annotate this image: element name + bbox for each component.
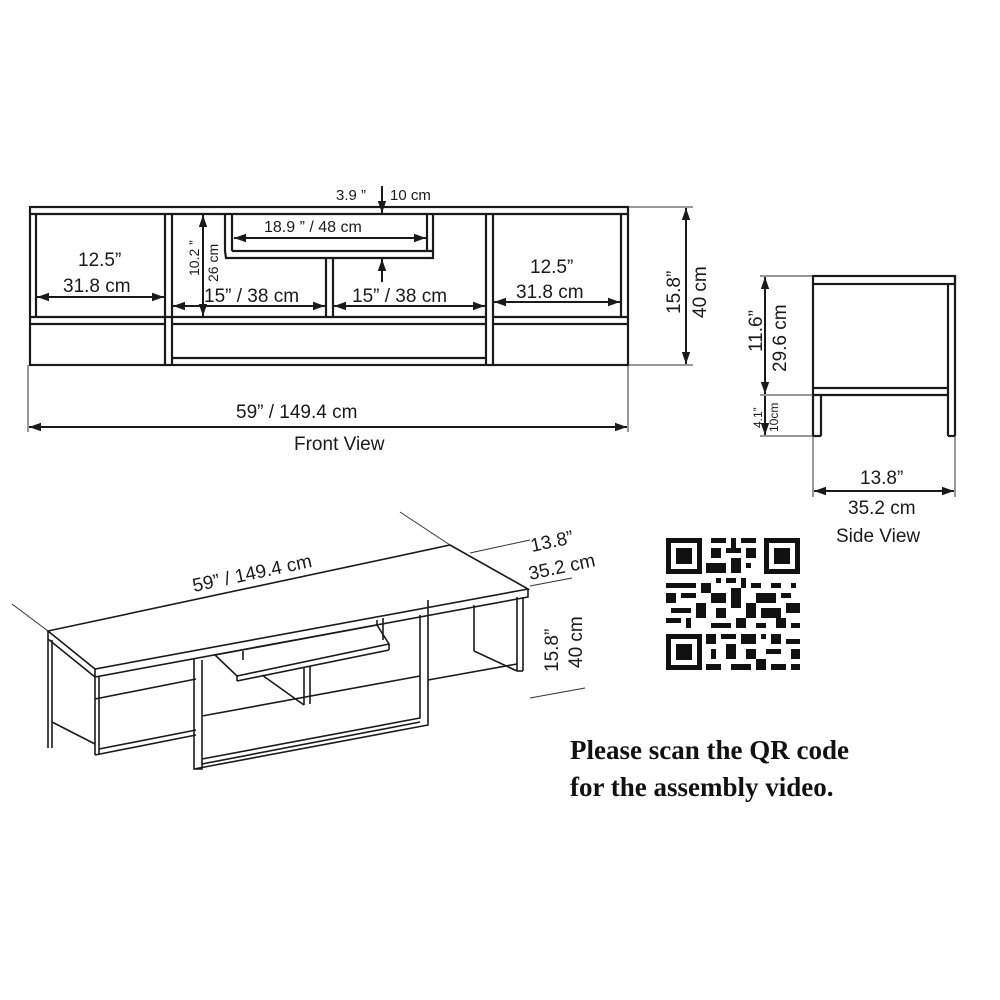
front-view-caption: Front View: [294, 434, 385, 455]
left-compartment-in: 12.5”: [78, 250, 121, 271]
total-width: 59” / 149.4 cm: [236, 402, 357, 423]
inner-height-in: 10.2 ”: [186, 240, 202, 276]
side-view: 11.6” 29.6 cm 4.1” 10cm 13.8” 35.2 cm Si…: [746, 274, 957, 547]
side-view-caption: Side View: [836, 526, 920, 547]
right-compartment-cm: 31.8 cm: [516, 282, 584, 303]
right-compartment-in: 12.5”: [530, 257, 573, 278]
top-gap-in: 3.9 ”: [336, 187, 366, 204]
front-view: 3.9 ” 10 cm 18.9 ” / 48 cm 10.2 ” 26 cm …: [27, 186, 711, 455]
top-gap-cm: 10 cm: [390, 187, 431, 204]
perspective-width: 59” / 149.4 cm: [191, 551, 314, 597]
height-in: 15.8”: [664, 271, 685, 314]
center-right-width: 15” / 38 cm: [352, 286, 447, 307]
inner-height-cm: 26 cm: [205, 244, 221, 282]
height-cm: 40 cm: [690, 266, 711, 318]
assembly-video-note: Please scan the QR code for the assembly…: [570, 732, 849, 806]
body-height-in: 11.6”: [746, 310, 767, 352]
leg-height-cm: 10cm: [767, 403, 781, 432]
leg-height-in: 4.1”: [751, 407, 765, 428]
perspective-view: 59” / 149.4 cm 13.8” 35.2 cm 15.8” 40 cm: [11, 511, 597, 770]
center-left-width: 15” / 38 cm: [204, 286, 299, 307]
note-line-1: Please scan the QR code: [570, 735, 849, 765]
perspective-depth-in: 13.8”: [529, 527, 576, 557]
left-compartment-cm: 31.8 cm: [63, 276, 131, 297]
depth-in: 13.8”: [860, 468, 903, 489]
qr-code[interactable]: [666, 538, 800, 670]
depth-cm: 35.2 cm: [848, 498, 916, 519]
drawer-width: 18.9 ” / 48 cm: [264, 219, 362, 236]
note-line-2: for the assembly video.: [570, 772, 834, 802]
perspective-height-cm: 40 cm: [566, 616, 587, 668]
body-height-cm: 29.6 cm: [770, 304, 791, 372]
perspective-height-in: 15.8”: [542, 629, 563, 672]
